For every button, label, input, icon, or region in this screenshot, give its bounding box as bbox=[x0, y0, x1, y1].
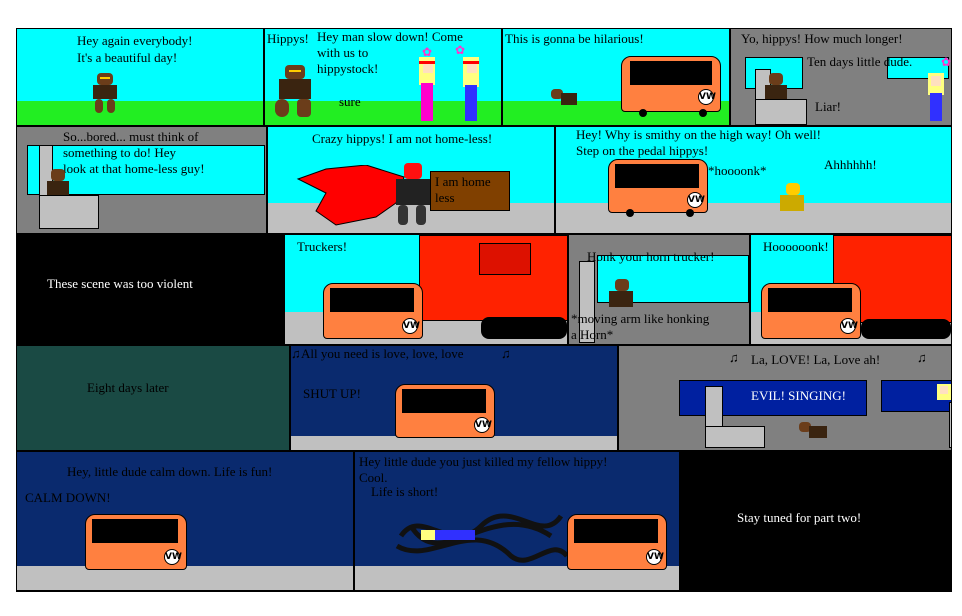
sign-text: I am home less bbox=[435, 174, 491, 205]
sound-effect: ♫ bbox=[501, 346, 511, 361]
panel-3-3: Honk your horn trucker! *moving arm like… bbox=[569, 235, 749, 344]
speech: Hoooooonk! bbox=[763, 239, 829, 254]
vw-logo-icon: VW bbox=[687, 192, 705, 208]
speech: Cool. bbox=[359, 470, 388, 485]
panel-1-2: Hippys! Hey man slow down! Come with us … bbox=[265, 29, 501, 125]
panel-1-4: Yo, hippys! How much longer! Ten days li… bbox=[731, 29, 951, 125]
panel-1-1: Hey again everybody! It's a beautiful da… bbox=[17, 29, 263, 125]
robot-character bbox=[47, 169, 71, 197]
caption: It's a beautiful day! bbox=[77, 50, 178, 65]
robot-character bbox=[275, 65, 313, 119]
hippy-character bbox=[937, 384, 951, 408]
sound-effect: *hoooonk* bbox=[708, 163, 767, 178]
hippy-van: VW bbox=[608, 159, 708, 213]
hippy-van: VW bbox=[395, 384, 495, 438]
hippy-character bbox=[417, 57, 437, 123]
panel-5-3: Stay tuned for part two! bbox=[681, 452, 951, 590]
vw-logo-icon: VW bbox=[840, 318, 858, 334]
flower-icon: ✿ bbox=[455, 43, 466, 57]
comic-strip: Hey again everybody! It's a beautiful da… bbox=[16, 28, 952, 592]
speech: This is gonna be hilarious! bbox=[505, 31, 644, 46]
vw-logo-icon: VW bbox=[646, 549, 664, 565]
speech: Hey! Why is smithy on the high way! Oh w… bbox=[576, 127, 821, 158]
sound-effect: ♫ bbox=[291, 346, 301, 361]
panel-3-1: These scene was too violent bbox=[17, 235, 283, 344]
panel-3-4: Hoooooonk! VW bbox=[751, 235, 951, 344]
speech: Hippys! bbox=[267, 31, 309, 46]
speech: Life is short! bbox=[371, 484, 439, 499]
panel-4-1: Eight days later bbox=[17, 346, 289, 450]
panel-5-2: Hey little dude you just killed my fello… bbox=[355, 452, 679, 590]
speech: La, LOVE! La, Love ah! bbox=[751, 352, 881, 367]
speech: Hey little dude you just killed my fello… bbox=[359, 454, 608, 469]
caption: Hey again everybody! bbox=[77, 33, 193, 48]
panel-2-3: Hey! Why is smithy on the high way! Oh w… bbox=[556, 127, 951, 233]
panel-2-2: Crazy hippys! I am not home-less! I am h… bbox=[268, 127, 554, 233]
hippy-character-fallen bbox=[421, 528, 481, 542]
hippy-van: VW bbox=[621, 56, 721, 112]
robot-character bbox=[765, 73, 789, 101]
panel-2-1: So...bored... must think of something to… bbox=[17, 127, 266, 233]
hippy-van: VW bbox=[761, 283, 861, 339]
vw-logo-icon: VW bbox=[402, 318, 420, 334]
speech: Truckers! bbox=[297, 239, 348, 254]
caption: So...bored... must think of something to… bbox=[63, 129, 205, 176]
speech: All you need is love, love, love bbox=[301, 346, 464, 361]
tire-skid-marks bbox=[395, 513, 569, 563]
cardboard-sign: I am home less bbox=[430, 171, 510, 211]
panel-5-1: Hey, little dude calm down. Life is fun!… bbox=[17, 452, 353, 590]
robot-character bbox=[799, 422, 829, 440]
panel-4-3: ♫ La, LOVE! La, Love ah! ♫ EVIL! SINGING… bbox=[619, 346, 951, 450]
robot-character bbox=[609, 279, 635, 309]
speech: EVIL! SINGING! bbox=[751, 388, 846, 403]
hippy-van: VW bbox=[323, 283, 423, 339]
caption: *moving arm like honking a Horn* bbox=[571, 311, 710, 342]
flower-icon: ✿ bbox=[422, 45, 433, 59]
vw-logo-icon: VW bbox=[698, 89, 716, 105]
robot-character bbox=[392, 163, 432, 227]
flower-icon: ✿ bbox=[941, 55, 951, 69]
speech: Hey, little dude calm down. Life is fun! bbox=[67, 464, 273, 479]
speech: SHUT UP! bbox=[303, 386, 361, 401]
hippy-character bbox=[927, 73, 945, 121]
truck-hood bbox=[479, 243, 531, 275]
sound-effect: ♫ bbox=[917, 350, 927, 365]
speech: Honk your horn trucker! bbox=[587, 249, 715, 264]
speech: sure bbox=[339, 94, 361, 109]
speech: Ten days little dude. bbox=[807, 54, 913, 69]
robot-character bbox=[91, 73, 119, 113]
caption: Stay tuned for part two! bbox=[737, 510, 862, 525]
hippy-van: VW bbox=[567, 514, 667, 570]
speech: Ahhhhhh! bbox=[824, 157, 877, 172]
speech: Yo, hippys! How much longer! bbox=[741, 31, 903, 46]
speech: Hey man slow down! Come with us to hippy… bbox=[317, 29, 463, 76]
caption: Eight days later bbox=[87, 380, 169, 395]
hippy-character bbox=[461, 57, 481, 123]
vw-logo-icon: VW bbox=[474, 417, 492, 433]
panel-3-2: Truckers! VW bbox=[285, 235, 567, 344]
caption: These scene was too violent bbox=[47, 276, 193, 291]
panel-1-3: This is gonna be hilarious! VW bbox=[503, 29, 729, 125]
red-cape bbox=[296, 165, 405, 226]
speech: CALM DOWN! bbox=[25, 490, 111, 505]
speech: Liar! bbox=[815, 99, 841, 114]
robot-character bbox=[780, 183, 806, 213]
panel-4-2: ♫ All you need is love, love, love ♫ SHU… bbox=[291, 346, 617, 450]
robot-character bbox=[551, 89, 579, 107]
sound-effect: ♫ bbox=[729, 350, 739, 365]
hippy-van: VW bbox=[85, 514, 187, 570]
vw-logo-icon: VW bbox=[164, 549, 182, 565]
speech: Crazy hippys! I am not home-less! bbox=[312, 131, 493, 146]
